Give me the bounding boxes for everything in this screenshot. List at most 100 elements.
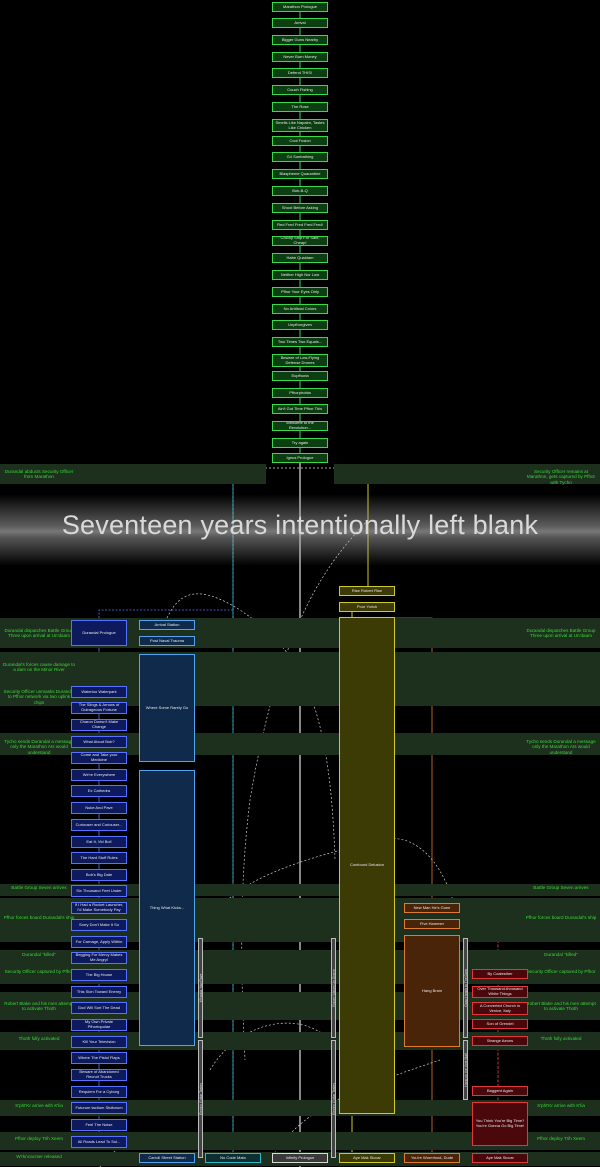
- sky-block-thing-what-kicks[interactable]: Thing What Kicks...: [139, 770, 195, 1046]
- band-right-text-5: Battle Group Seven arrives: [533, 885, 589, 890]
- left-node-22[interactable]: Kill Your Television: [71, 1036, 127, 1048]
- header-node-26[interactable]: Try again: [272, 438, 328, 448]
- red-node-6[interactable]: You Think You're Big Time? You're Gonna …: [472, 1102, 528, 1146]
- left-node-1[interactable]: Waterloo Waterpark: [71, 686, 127, 698]
- band-left-text-12: Pfhor deploy Trih Xeem: [14, 1136, 63, 1141]
- band-right-text-7: Durandal "killed": [544, 952, 578, 957]
- header-node-4[interactable]: Defend THIS!: [272, 68, 328, 78]
- band-left-text-0: Durandal abducts Security Officer from M…: [4, 469, 74, 480]
- header-node-19[interactable]: Unpfhorgiven: [272, 320, 328, 330]
- yellow-node-poor-yorick[interactable]: Poor Yorick: [339, 602, 395, 612]
- band-row-0-right: [334, 464, 600, 484]
- red-node-3[interactable]: Son of Grendel: [472, 1019, 528, 1029]
- left-node-21[interactable]: My Own Private Pfhortopolae: [71, 1019, 127, 1031]
- bottom-node-aye-mak-siccar-1[interactable]: Aye Mak Siccar: [339, 1153, 395, 1163]
- left-node-10[interactable]: Eat It, Vid Boi!: [71, 836, 127, 848]
- left-node-26[interactable]: Futurum tacitum Stultorum: [71, 1102, 127, 1114]
- left-node-5[interactable]: Come and Take your Medicine: [71, 752, 127, 764]
- header-node-14[interactable]: Colony Ship For Sale, Cheap!: [272, 236, 328, 246]
- header-node-18[interactable]: No Artificial Colors: [272, 304, 328, 314]
- vertical-bar-3[interactable]: Robert Wakes Up Grainy: [331, 938, 336, 1038]
- left-chain-top: [98, 609, 233, 618]
- left-node-2[interactable]: The Slings & Arrows of Outrageous Fortun…: [71, 702, 127, 714]
- left-node-7[interactable]: Ex Cathedra: [71, 785, 127, 797]
- vertical-bar-4[interactable]: Electric Guitar Tastes: [331, 1040, 336, 1158]
- vertical-bar-2[interactable]: Electric Guitar Tastes: [198, 1040, 203, 1158]
- left-node-24[interactable]: Beware of Abandoned Recruit Trucks: [71, 1069, 127, 1081]
- vertical-bar-5[interactable]: Gasp Heads to The Dam: [463, 938, 468, 1038]
- header-node-8[interactable]: Cool Fusion: [272, 136, 328, 146]
- left-node-15[interactable]: Sorry Don't Make It So: [71, 919, 127, 931]
- mid-node-post-naval-trauma[interactable]: Post Naval Trauma: [139, 636, 195, 646]
- band-right-text-1: Durandal dispatches Battle Group Three u…: [526, 628, 596, 639]
- brown-block-hang-brain[interactable]: Hang Brain: [404, 935, 460, 1047]
- left-node-13[interactable]: Six Thousand Feet Under: [71, 885, 127, 897]
- header-node-11[interactable]: Bob-B-Q: [272, 186, 328, 196]
- header-node-13[interactable]: Red Fred Fred Fred Fred!: [272, 220, 328, 230]
- left-node-18[interactable]: The Big House: [71, 969, 127, 981]
- left-node-8[interactable]: Nuke And Pave: [71, 802, 127, 814]
- header-node-21[interactable]: Beware of Low-Flying Defense Drones: [272, 354, 328, 367]
- mid-node-arrival-station[interactable]: Arrival Station: [139, 620, 195, 630]
- left-node-27[interactable]: Feel The Noise: [71, 1119, 127, 1131]
- left-node-3[interactable]: Charon Doesn't Make Change: [71, 719, 127, 731]
- header-node-15[interactable]: Habe Qualdam: [272, 253, 328, 263]
- left-node-12[interactable]: Bob's Big Date: [71, 869, 127, 881]
- header-node-7[interactable]: Smells Like Napalm, Tastes Like Chicken: [272, 119, 328, 132]
- header-node-17[interactable]: Pfhor Your Eyes Only: [272, 287, 328, 297]
- header-node-1[interactable]: Arrival: [272, 18, 328, 28]
- left-node-0[interactable]: Durandal Prologue: [71, 620, 127, 646]
- sky-block-where-some-rarely-go[interactable]: Where Some Rarely Go: [139, 654, 195, 762]
- band-left-text-5: Battle Group Seven arrives: [11, 885, 67, 890]
- band-left-text-11: S'pht'Kr arrive with K'lia: [15, 1103, 63, 1108]
- red-node-0[interactable]: By Coalesther: [472, 969, 528, 979]
- red-node-4[interactable]: Strange Aeons: [472, 1036, 528, 1046]
- bottom-node-wormfood[interactable]: You're Wormfood, Dude: [404, 1153, 460, 1163]
- left-node-25[interactable]: Requiem For a Cyborg: [71, 1086, 127, 1098]
- brown-node-five-hammer[interactable]: Five Hammer: [404, 919, 460, 929]
- left-node-20[interactable]: God Will Sort The Dead: [71, 1002, 127, 1014]
- header-node-25[interactable]: Welcome to the Revolution...: [272, 421, 328, 431]
- left-node-4[interactable]: What About Bob?: [71, 736, 127, 748]
- left-node-11[interactable]: The Hard Stuff Rules: [71, 852, 127, 864]
- left-node-14[interactable]: If I Had a Rocket Launcher, I'd Make Som…: [71, 902, 127, 914]
- bottom-node-aye-mak-siccar-2[interactable]: Aye Mak Siccar: [472, 1153, 528, 1163]
- header-node-5[interactable]: Couch Fishing: [272, 85, 328, 95]
- header-node-10[interactable]: Blaspheme Quarantine: [272, 169, 328, 179]
- header-node-0[interactable]: Marathon Prologue: [272, 2, 328, 12]
- header-node-23[interactable]: Pfhorphobia: [272, 388, 328, 398]
- red-node-5[interactable]: Baggent Again: [472, 1086, 528, 1096]
- left-node-28[interactable]: All Roads Lead To Sol...: [71, 1136, 127, 1148]
- brown-node-new-man[interactable]: New Man He's Gone: [404, 903, 460, 913]
- red-node-1[interactable]: Over Thousand-thousand White Things: [472, 986, 528, 998]
- vertical-bar-6[interactable]: Hang on the Vote Mall: [463, 1040, 468, 1100]
- band-left-text-6: Pfhor forces board Durandal's ship: [3, 915, 75, 920]
- header-node-9[interactable]: G4 Sunbathing: [272, 152, 328, 162]
- header-node-6[interactable]: The Rose: [272, 102, 328, 112]
- link-curve-1: [166, 593, 336, 861]
- bottom-node-infinity-prologue[interactable]: Infinity Prologue: [272, 1153, 328, 1163]
- header-node-20[interactable]: Two Times Two Equals...: [272, 337, 328, 347]
- header-node-2[interactable]: Bigger Guns Nearby: [272, 35, 328, 45]
- band-row-2: [0, 652, 600, 682]
- header-node-12[interactable]: Shoot Before Asking: [272, 203, 328, 213]
- bottom-node-no-code-mato[interactable]: No Code Mato: [205, 1153, 261, 1163]
- header-node-16[interactable]: Neither High Nor Low: [272, 270, 328, 280]
- band-left-text-1: Durandal dispatches Battle Group Three u…: [4, 628, 74, 639]
- vertical-bar-1[interactable]: Whadda Yaw Rave: [198, 938, 203, 1038]
- header-node-3[interactable]: Never Burn Money: [272, 52, 328, 62]
- left-node-6[interactable]: We're Everywhere: [71, 769, 127, 781]
- bottom-node-carroll-street[interactable]: Carroll Street Station: [139, 1153, 195, 1163]
- left-node-9[interactable]: Curiouser and Curiouser...: [71, 819, 127, 831]
- red-node-2[interactable]: A Converted Church in Venice, Italy: [472, 1002, 528, 1015]
- left-node-19[interactable]: This Sion Toward Enemy: [71, 986, 127, 998]
- left-node-23[interactable]: Where The Pistol Flaps: [71, 1052, 127, 1064]
- band-row-11: [0, 1100, 600, 1116]
- header-node-22[interactable]: Eupfhoria: [272, 371, 328, 381]
- left-node-16[interactable]: For Carnage, Apply Within: [71, 936, 127, 948]
- yellow-node-rise-robert-rise[interactable]: Rise Robert Rise: [339, 586, 395, 596]
- header-node-27[interactable]: Ignus Prologue: [272, 453, 328, 463]
- yellow-block-confound-delusion[interactable]: Confound Delusion: [339, 617, 395, 1114]
- left-node-17[interactable]: Begging For Mercy Makes Me Angry!: [71, 952, 127, 964]
- header-node-24[interactable]: Ain't Got Time Pfhor This: [272, 404, 328, 414]
